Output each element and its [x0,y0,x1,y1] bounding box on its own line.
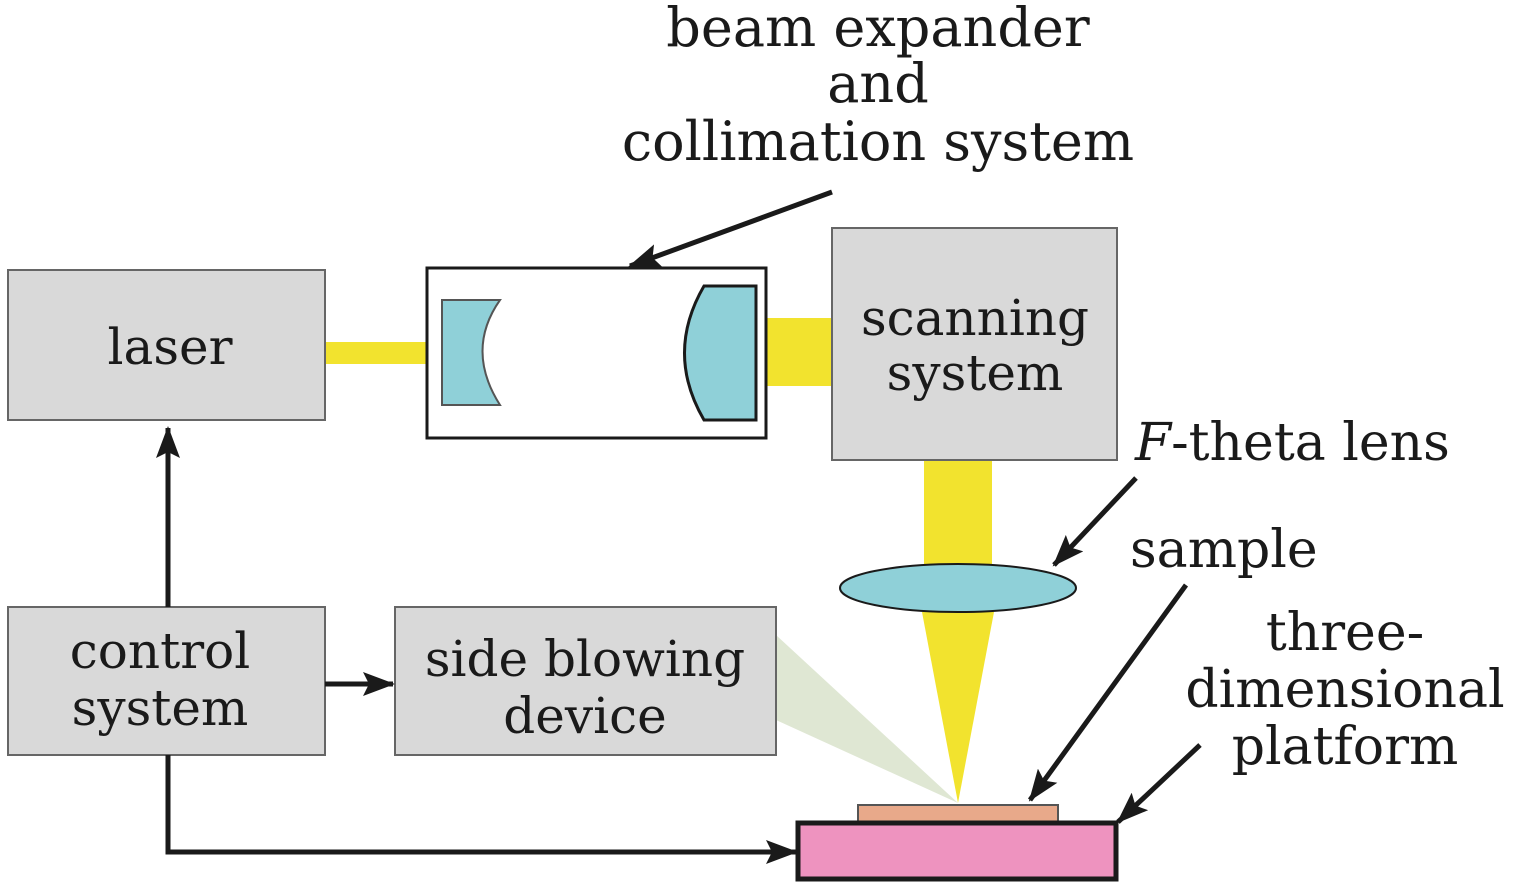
platform-label-line3: platform [1232,717,1459,777]
platform-label-line1: three- [1266,603,1424,663]
control-system-box [7,606,326,756]
f-theta-lens [839,563,1077,613]
beam-expander-label-line3: collimation system [622,110,1134,173]
scanning-label-line2: system [887,344,1064,402]
callout-arrow-sample [1027,583,1189,802]
scanning-system-box [831,227,1118,461]
side-blowing-label-line2: device [503,687,666,745]
beam-expander-label-line1: beam expander [666,0,1090,59]
convex-lens [683,284,758,422]
side-gas-jet [776,635,958,803]
control-label-line2: system [72,679,249,737]
scanning-label-line1: scanning [861,289,1089,347]
laser-label: laser [108,318,233,376]
callout-arrow-platform [1116,743,1202,824]
three-dimensional-platform [795,820,1119,882]
control-label-line1: control [70,622,250,680]
side-blowing-label-line1: side blowing [425,630,745,688]
f-theta-label: F-theta lens [1134,413,1450,473]
f-theta-label-italic: F [1134,413,1173,473]
beam-scanner-to-lens [924,460,992,565]
beam-expander-to-scanner [766,318,832,386]
callout-arrow-beam-expander [628,189,833,269]
beam-focused-cone [922,612,994,803]
f-theta-label-rest: -theta lens [1171,413,1450,473]
beam-laser-to-expander [325,342,427,364]
callout-arrow-f-theta [1052,476,1138,567]
arrow-control-to-platform [165,755,798,864]
laser-box [7,269,326,421]
sample-label: sample [1130,520,1318,580]
beam-expander-label-line2: and [827,52,929,115]
side-blowing-device-box [394,606,777,756]
concave-lens [441,299,502,406]
platform-label-line2: dimensional [1185,660,1504,720]
